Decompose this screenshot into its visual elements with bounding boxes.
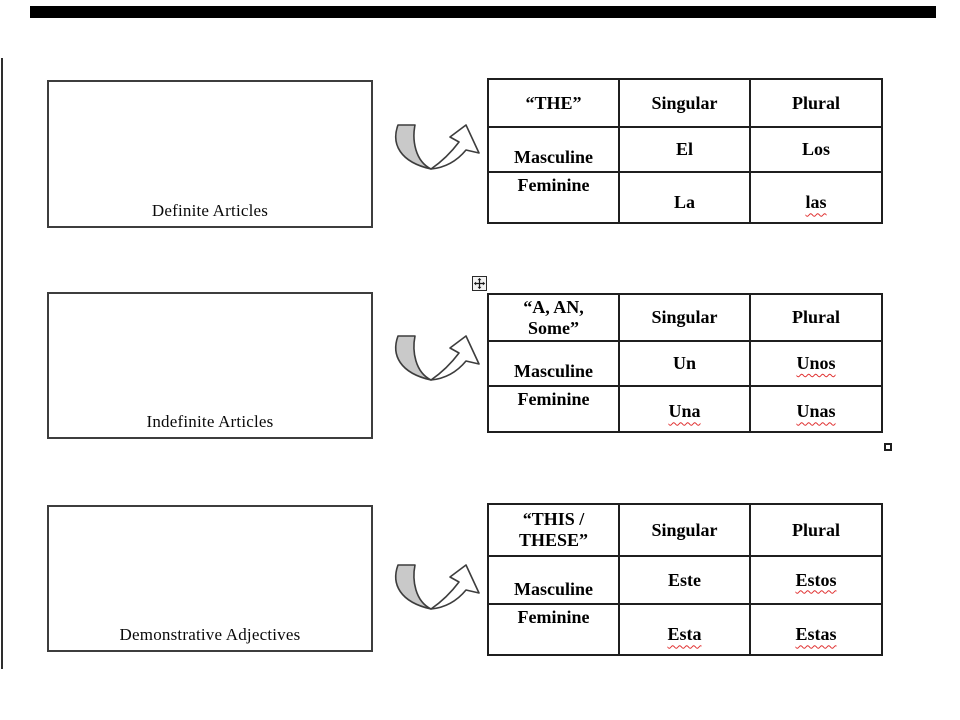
cell-fem-plural[interactable]: Unas	[751, 387, 881, 431]
value-text: El	[675, 139, 693, 160]
cell-masc-plural[interactable]: Los	[751, 128, 881, 173]
cell-col-singular[interactable]: Singular	[620, 295, 751, 342]
content-box-indefinite-articles[interactable]: Indefinite Articles	[47, 292, 373, 439]
value-text: Unos	[796, 353, 836, 374]
table-move-handle[interactable]	[472, 276, 487, 291]
curved-arrow-icon[interactable]	[386, 560, 482, 610]
table-indefinite-articles[interactable]: “A, AN, Some” Singular Plural Masculine …	[487, 293, 883, 433]
cell-col-plural[interactable]: Plural	[751, 80, 881, 128]
value-text: Estas	[795, 624, 837, 645]
table-demonstrative-adjectives[interactable]: “THIS / THESE” Singular Plural Masculine…	[487, 503, 883, 656]
curved-arrow-icon[interactable]	[386, 331, 482, 381]
term-text: “A, AN, Some”	[523, 296, 584, 338]
table-definite-articles[interactable]: “THE” Singular Plural Masculine El Los F…	[487, 78, 883, 224]
col-header-text: Plural	[792, 92, 840, 113]
cell-fem-singular[interactable]: Una	[620, 387, 751, 431]
value-text: Esta	[667, 624, 702, 645]
col-header-text: Singular	[651, 307, 718, 328]
cell-row-feminine[interactable]: Feminine	[489, 173, 620, 222]
curved-arrow-back-limb	[394, 564, 432, 610]
value-text: La	[673, 192, 695, 213]
value-text: Este	[668, 569, 701, 590]
content-box-definite-articles[interactable]: Definite Articles	[47, 80, 373, 228]
slide-left-rule-decoration	[1, 58, 3, 669]
box-label-demonstrative-adjectives: Demonstrative Adjectives	[119, 625, 301, 644]
cell-term[interactable]: “A, AN, Some”	[489, 295, 620, 342]
value-text: Un	[672, 353, 696, 374]
cell-masc-plural[interactable]: Unos	[751, 342, 881, 387]
cell-masc-singular[interactable]: Este	[620, 557, 751, 605]
box-label-definite-articles: Definite Articles	[151, 201, 269, 220]
value-text: Una	[668, 401, 701, 422]
value-text: Los	[801, 139, 830, 160]
cell-fem-singular[interactable]: Esta	[620, 605, 751, 654]
row-header-text: Masculine	[514, 361, 593, 382]
slide-top-bar-decoration	[30, 6, 936, 18]
cell-col-singular[interactable]: Singular	[620, 80, 751, 128]
row-header-text: Masculine	[514, 579, 593, 600]
cell-col-plural[interactable]: Plural	[751, 505, 881, 557]
row-header-text: Masculine	[514, 147, 593, 168]
cell-fem-singular[interactable]: La	[620, 173, 751, 222]
curved-arrow-head-limb	[430, 124, 480, 170]
cell-col-singular[interactable]: Singular	[620, 505, 751, 557]
curved-arrow-head-limb	[430, 564, 480, 610]
curved-arrow-back-limb	[394, 335, 432, 381]
box-label-indefinite-articles: Indefinite Articles	[146, 412, 274, 431]
cell-col-plural[interactable]: Plural	[751, 295, 881, 342]
cell-row-masculine[interactable]: Masculine	[489, 557, 620, 605]
curved-arrow-head-limb	[430, 335, 480, 381]
table-resize-handle[interactable]	[884, 443, 892, 451]
col-header-text: Plural	[792, 307, 840, 328]
cell-term[interactable]: “THE”	[489, 80, 620, 128]
value-text: Estos	[795, 569, 837, 590]
content-box-demonstrative-adjectives[interactable]: Demonstrative Adjectives	[47, 505, 373, 652]
cell-masc-singular[interactable]: Un	[620, 342, 751, 387]
term-text: “THE”	[525, 92, 582, 113]
col-header-text: Plural	[792, 519, 840, 540]
row-header-text: Feminine	[517, 175, 590, 195]
value-text: Unas	[796, 401, 836, 422]
term-text: “THIS / THESE”	[518, 509, 589, 550]
curved-arrow-back-limb	[394, 124, 432, 170]
cell-masc-plural[interactable]: Estos	[751, 557, 881, 605]
cell-row-feminine[interactable]: Feminine	[489, 387, 620, 431]
col-header-text: Singular	[651, 92, 718, 113]
row-header-text: Feminine	[517, 389, 590, 409]
cell-row-masculine[interactable]: Masculine	[489, 342, 620, 387]
curved-arrow-icon[interactable]	[386, 120, 482, 170]
cell-row-masculine[interactable]: Masculine	[489, 128, 620, 173]
cell-fem-plural[interactable]: Estas	[751, 605, 881, 654]
row-header-text: Feminine	[517, 607, 590, 627]
col-header-text: Singular	[651, 519, 718, 540]
cell-term[interactable]: “THIS / THESE”	[489, 505, 620, 557]
move-crosshair-icon	[473, 277, 486, 290]
value-text: las	[805, 192, 827, 213]
cell-fem-plural[interactable]: las	[751, 173, 881, 222]
cell-row-feminine[interactable]: Feminine	[489, 605, 620, 654]
cell-masc-singular[interactable]: El	[620, 128, 751, 173]
